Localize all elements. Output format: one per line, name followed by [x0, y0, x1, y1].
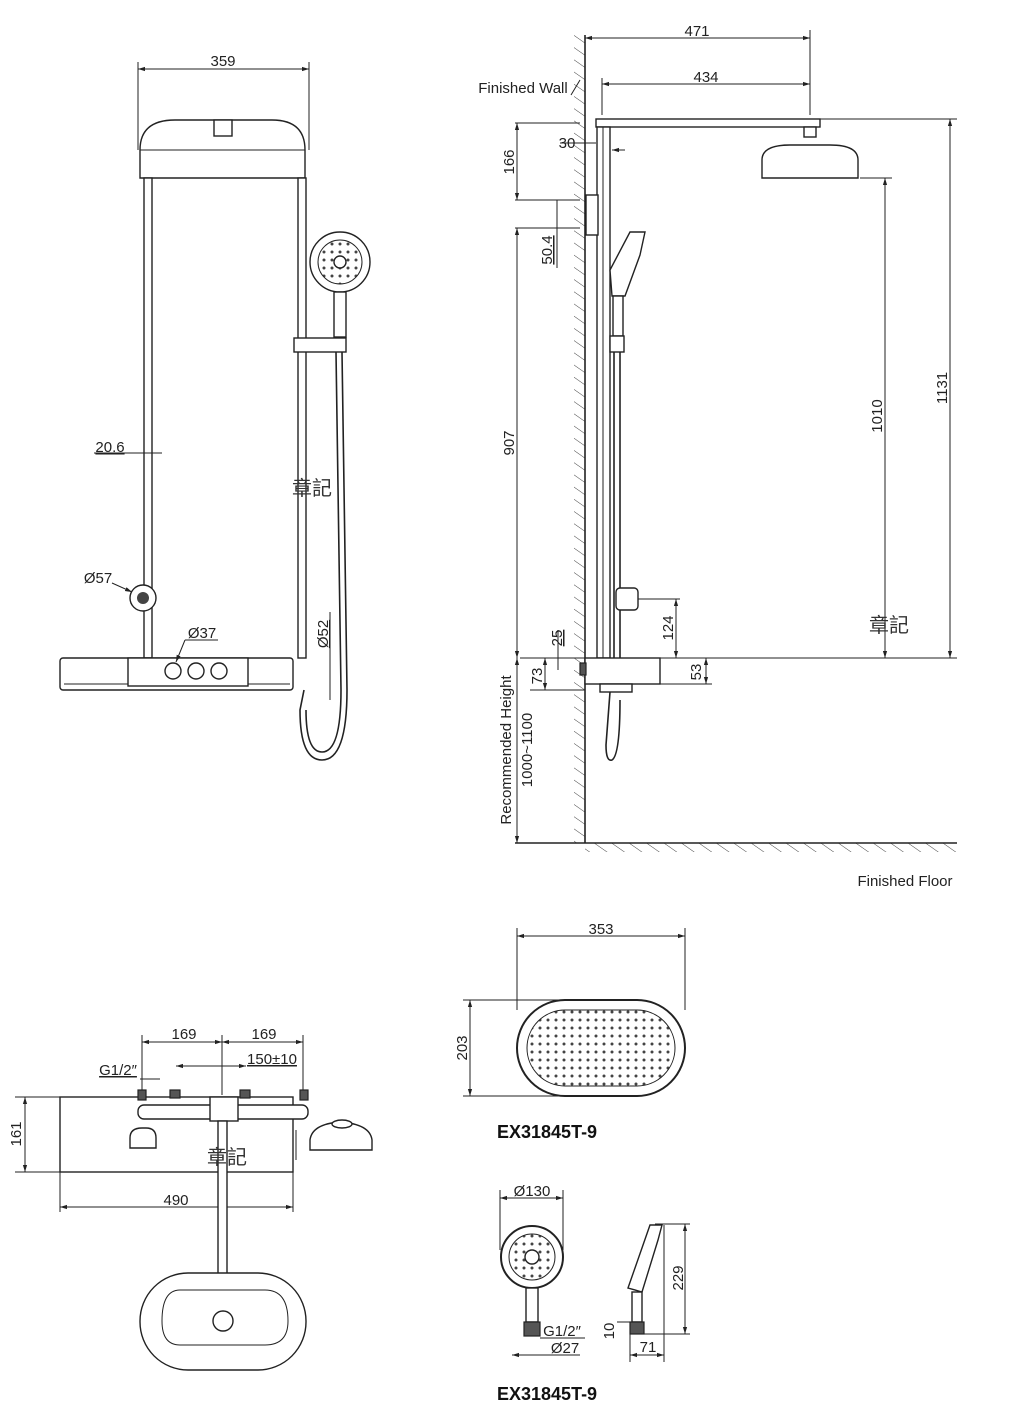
hose: [299, 351, 348, 761]
shower-arm: [595, 118, 821, 128]
dim-50-4: 50.4: [539, 235, 556, 264]
dim-161: 161: [8, 1121, 25, 1146]
watermark: 章記: [869, 613, 909, 637]
dim-1010: 1010: [869, 399, 886, 432]
dim-229: 229: [670, 1265, 687, 1290]
dim-434: 434: [693, 69, 718, 86]
dim-353: 353: [588, 921, 613, 938]
arm-connector: [213, 119, 233, 137]
hand-thread: G1/2″: [543, 1323, 582, 1340]
recommended-height-label: Recommended Height: [498, 675, 515, 825]
knob-2: [187, 662, 205, 680]
dim-10: 10: [601, 1323, 618, 1340]
dim-pipe-dia: Ø52: [315, 620, 332, 648]
knob-3: [210, 662, 228, 680]
dim-907: 907: [501, 430, 518, 455]
dim-knob: Ø37: [188, 625, 216, 642]
hand-shower-model: EX31845T-9: [497, 1384, 597, 1404]
dim-169-left: 169: [171, 1026, 196, 1043]
watermark: 章記: [207, 1145, 247, 1169]
dim-130: Ø130: [514, 1183, 551, 1200]
dim-71: 71: [640, 1339, 657, 1356]
right-pipe: [297, 177, 307, 659]
dim-169-right: 169: [251, 1026, 276, 1043]
dim-359: 359: [210, 53, 235, 70]
slide-holder: [293, 337, 347, 353]
dim-27: Ø27: [551, 1340, 579, 1357]
hand-shower-detail: Ø130 G1/2″ Ø27 229 10 71 EX31845T-9: [497, 1183, 690, 1404]
finished-floor-label: Finished Floor: [857, 873, 952, 890]
dim-20-6: 20.6: [95, 439, 124, 456]
wall-hatch: [574, 35, 585, 843]
finished-wall-label: Finished Wall: [478, 80, 567, 97]
thermostat-side: [584, 657, 661, 685]
dim-1131: 1131: [934, 372, 951, 404]
dim-25: 25: [549, 630, 566, 647]
thread-label: G1/2″: [99, 1062, 138, 1079]
dim-166: 166: [501, 149, 518, 174]
knob-1: [164, 662, 182, 680]
dim-inlet-spacing: 150±10: [247, 1051, 297, 1068]
dim-490: 490: [163, 1192, 188, 1209]
dim-30: 30: [559, 135, 576, 152]
diverter-side: [615, 587, 639, 611]
watermark: 章記: [292, 476, 332, 500]
top-view: 169 169 150±10 G1/2″ 161 490 章記: [8, 1026, 373, 1371]
side-view: Finished Wall Finished Floor 471 434 30 …: [478, 23, 957, 890]
dim-124: 124: [660, 615, 677, 640]
height-range: 1000~1100: [519, 713, 536, 787]
overhead-shower-detail: 353 203 EX31845T-9: [454, 921, 686, 1142]
hand-shower-profile: [627, 1224, 663, 1293]
hand-shower-side: [609, 231, 646, 297]
front-view: 359 20.6 Ø57 Ø37 Ø52 章記: [59, 53, 371, 761]
dim-73: 73: [529, 668, 546, 685]
overhead-shower-front: [139, 119, 306, 179]
dim-53: 53: [688, 664, 705, 681]
dim-471: 471: [684, 23, 709, 40]
overhead-model: EX31845T-9: [497, 1122, 597, 1142]
overhead-shower-side: [761, 144, 859, 179]
dim-diverter: Ø57: [84, 570, 112, 587]
dim-203: 203: [454, 1035, 471, 1060]
